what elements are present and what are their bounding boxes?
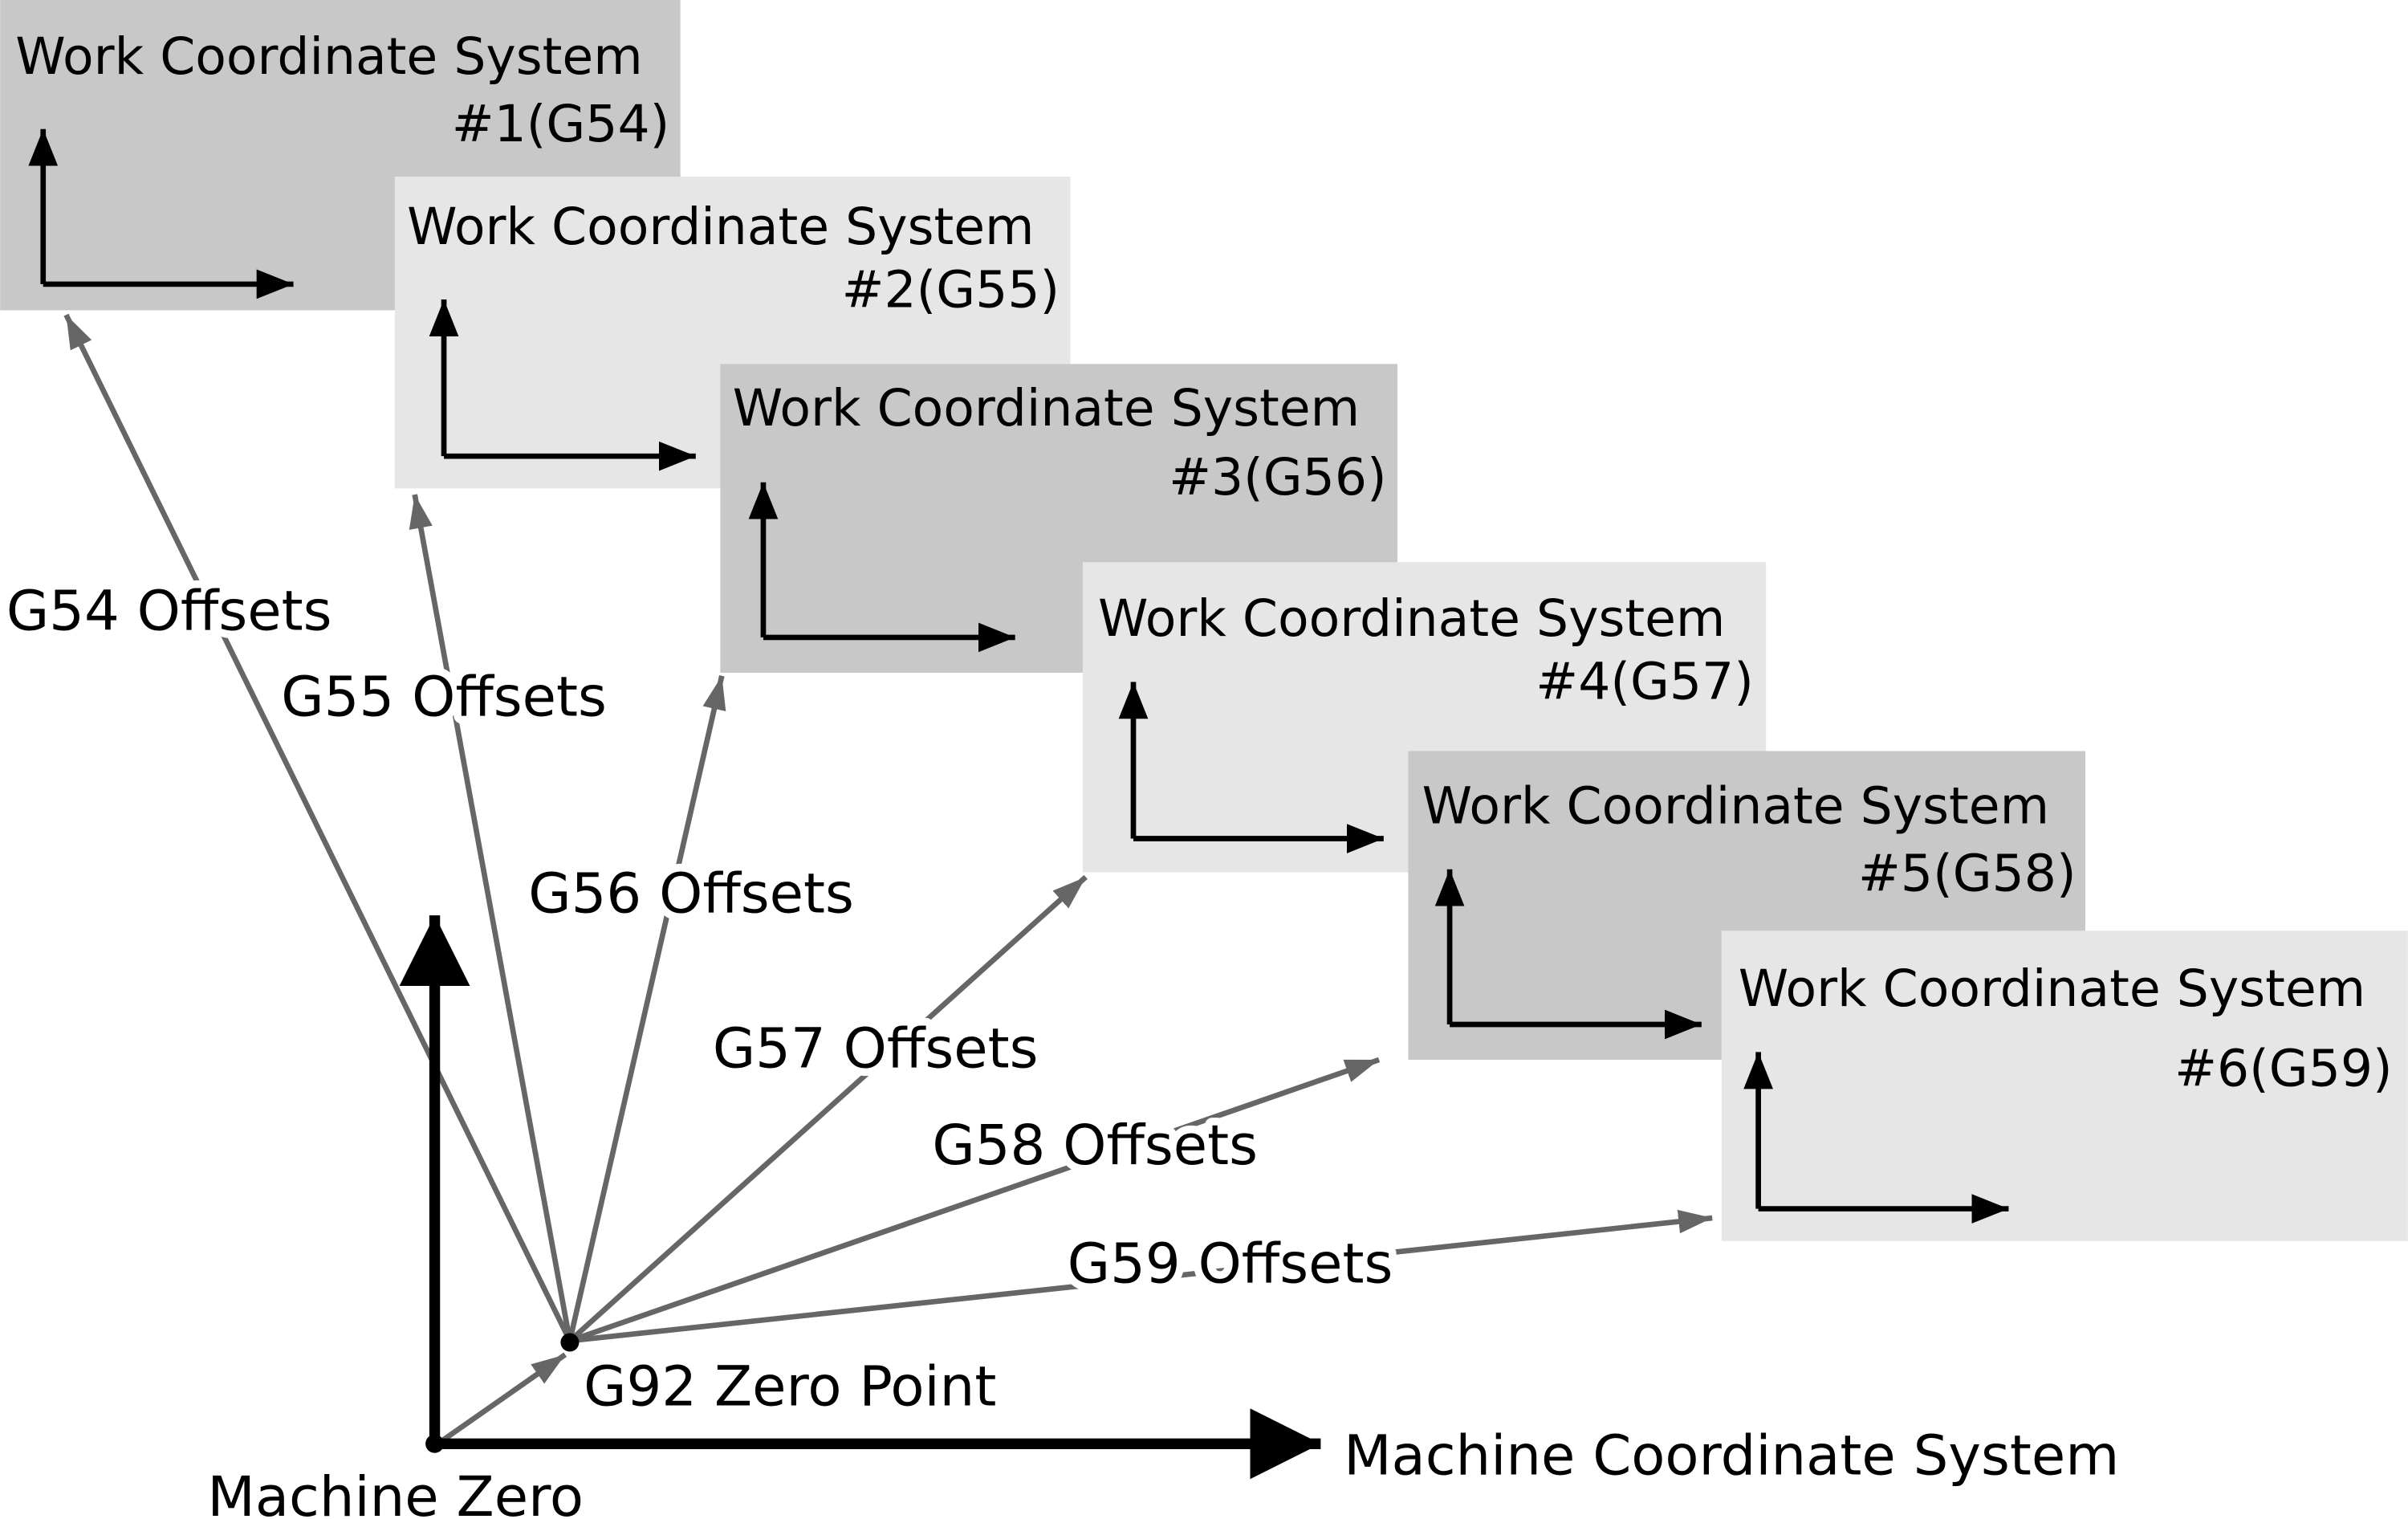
g55-offsets-label: G55 Offsets	[281, 665, 607, 729]
work-system-code: #5(G58)	[1858, 844, 2076, 903]
g92-offset-arrow-icon	[436, 1352, 567, 1447]
work-system-title: Work Coordinate System	[1422, 776, 2049, 835]
g57-offset-arrow-icon	[567, 874, 1088, 1343]
g57-offsets-label: G57 Offsets	[713, 1017, 1039, 1081]
g54-offsets-label: G54 Offsets	[6, 579, 332, 643]
work-system-code: #6(G59)	[2174, 1039, 2393, 1098]
g56-offsets-label: G56 Offsets	[528, 861, 854, 926]
work-system-title: Work Coordinate System	[15, 26, 642, 86]
g58-offset-arrow-icon	[568, 1057, 1381, 1344]
work-system-code: #3(G56)	[1169, 447, 1387, 507]
g59-offset-arrow-icon	[569, 1209, 1713, 1344]
work-system-title: Work Coordinate System	[1098, 588, 1725, 648]
g59-offsets-label: G59 Offsets	[1068, 1232, 1393, 1296]
work-system-box	[1721, 931, 2408, 1241]
g92-zero-point-label: G92 Zero Point	[584, 1354, 996, 1419]
g54-offset-arrow-icon	[63, 313, 572, 1342]
work-system-title: Work Coordinate System	[407, 197, 1034, 256]
work-system-code: #4(G57)	[1536, 651, 1754, 711]
work-system-title: Work Coordinate System	[1739, 959, 2365, 1018]
g58-offsets-label: G58 Offsets	[932, 1114, 1258, 1178]
work-system-code: #2(G55)	[842, 260, 1060, 320]
machine-zero-point-icon	[425, 1434, 445, 1453]
g55-offset-arrow-icon	[409, 494, 573, 1342]
work-system-6: Work Coordinate System #6(G59)	[1721, 931, 2408, 1241]
machine-coordinate-system-label: Machine Coordinate System	[1344, 1424, 2119, 1488]
work-system-code: #1(G54)	[452, 94, 670, 153]
offset-arrows	[63, 313, 1713, 1447]
machine-zero-label: Machine Zero	[207, 1465, 584, 1519]
work-system-title: Work Coordinate System	[733, 378, 1360, 438]
work-system-1: Work Coordinate System #1(G54)	[0, 0, 681, 311]
g92-zero-point-icon	[560, 1333, 580, 1352]
machine-coordinate-system	[399, 915, 1321, 1480]
g56-offset-arrow-icon	[567, 674, 726, 1342]
